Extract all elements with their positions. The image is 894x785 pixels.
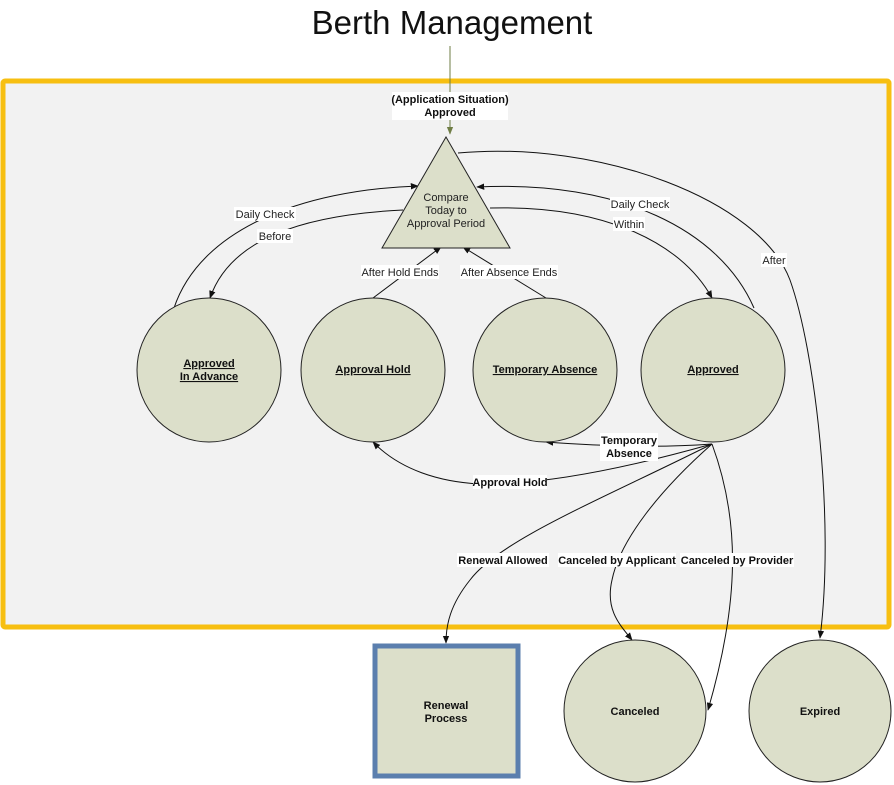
state-approved-in-advance[interactable]: Approved In Advance [136,297,282,443]
label-before: Before [259,231,291,243]
label-daily-check-right: Daily Check [611,199,670,211]
state-label-line2: In Advance [180,371,238,383]
state-circle [640,297,786,443]
label-bg [457,553,549,567]
state-approval-hold[interactable]: Approval Hold [300,297,446,443]
label-approval-hold: Approval Hold [472,477,547,489]
state-approved[interactable]: Approved [640,297,786,443]
label-bg [600,433,658,461]
label-bg [613,217,645,231]
berth-management-container [0,78,892,630]
label-after-absence-ends: After Absence Ends [461,267,558,279]
state-label: Approval Hold [335,364,410,376]
state-label: Expired [800,706,840,718]
decision-label-line1: Compare [423,192,468,204]
label-bg [680,553,794,567]
edge-daily-check-right [476,183,755,309]
state-label: Temporary Absence [493,364,598,376]
state-label-line1: Approved [183,358,234,370]
label-after-hold-ends: After Hold Ends [361,267,439,279]
label-after: After [762,255,786,267]
state-circle [563,639,707,783]
entry-label-line2: Approved [424,107,475,119]
label-renewal-allowed: Renewal Allowed [458,555,547,567]
label-canceled-by-provider: Canceled by Provider [681,555,794,567]
renewal-process-box [372,643,521,779]
label-daily-check-left: Daily Check [236,209,295,221]
entry-label-bg [392,92,508,120]
state-renewal-process[interactable]: Renewal Process [372,643,521,779]
label-temporary-absence-line2: Absence [606,448,652,460]
state-canceled[interactable]: Canceled [563,639,707,783]
label-bg [610,197,670,211]
label-bg [473,475,547,489]
renewal-label-line1: Renewal [424,700,469,712]
state-circle [136,297,282,443]
decision-label-line2: Today to [425,205,467,217]
label-bg [234,207,296,221]
label-bg [558,553,676,567]
label-bg [257,229,293,243]
state-label: Approved [687,364,738,376]
state-expired[interactable]: Expired [748,639,892,783]
edge-after [457,150,826,639]
state-temporary-absence[interactable]: Temporary Absence [472,297,618,443]
entry-label-line1: (Application Situation) [391,94,509,106]
compare-decision-node[interactable] [381,135,511,249]
label-bg [460,265,558,279]
state-circle [472,297,618,443]
label-temporary-absence-line1: Temporary [601,435,658,447]
state-circle [748,639,892,783]
label-within: Within [614,219,645,231]
decision-label-line3: Approval Period [407,218,485,230]
label-canceled-by-applicant: Canceled by Applicant [558,555,676,567]
label-bg [761,253,787,267]
diagram-title: Berth Management [312,4,593,41]
state-circle [300,297,446,443]
state-label: Canceled [611,706,660,718]
label-bg [361,265,439,279]
renewal-label-line2: Process [425,713,468,725]
